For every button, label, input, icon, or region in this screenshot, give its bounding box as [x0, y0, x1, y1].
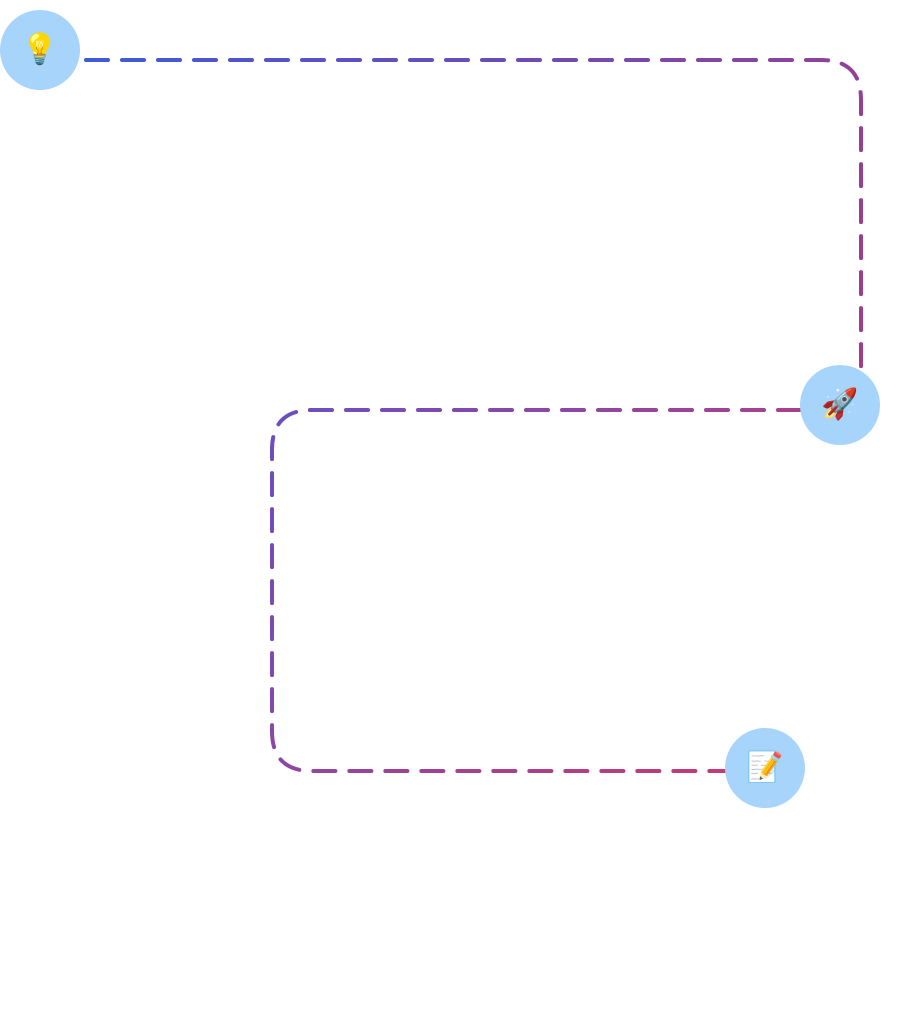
memo-icon: 📝: [746, 750, 784, 785]
edge-launch-to-write: [270, 408, 802, 773]
edge-idea-to-launch: [84, 58, 863, 387]
rocket-icon: 🚀: [821, 387, 859, 422]
launch-node[interactable]: 🚀: [800, 365, 880, 445]
lightbulb-icon: 💡: [21, 32, 59, 67]
idea-node[interactable]: 💡: [0, 10, 80, 90]
write-node[interactable]: 📝: [725, 728, 805, 808]
